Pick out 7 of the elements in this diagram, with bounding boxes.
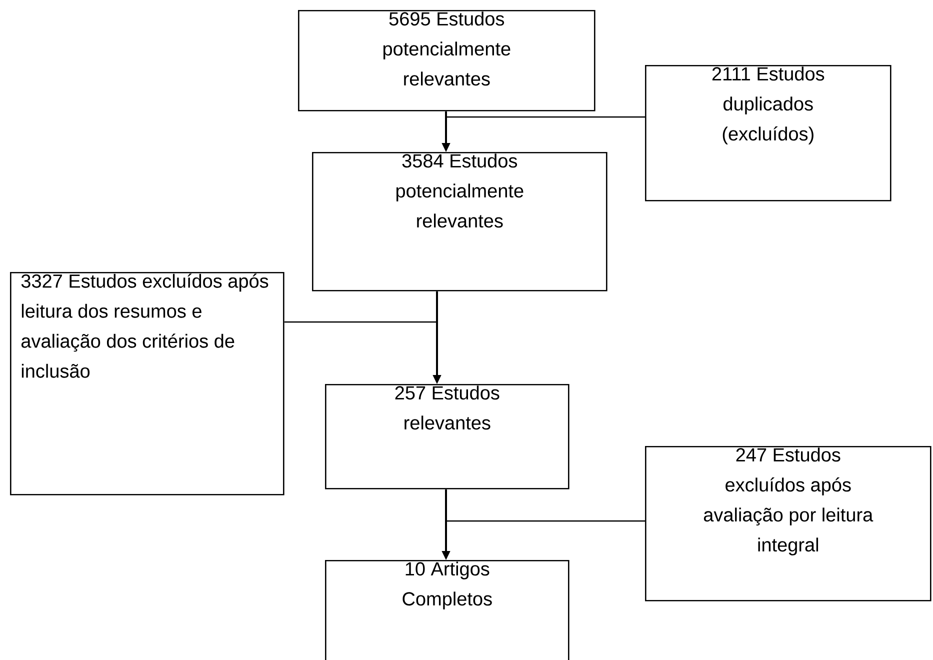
process-box: 5695 Estudos potencialmente relevantes — [298, 10, 596, 112]
process-box: 247 Estudos excluídos após avaliação por leitura integral — [645, 446, 932, 602]
process-box: 2111 Estudos duplicados (excluídos) — [645, 65, 892, 202]
process-box: 3584 Estudos potencialmente relevantes — [312, 152, 608, 292]
process-box: 10 Artigos Completos — [325, 560, 570, 660]
process-box: 257 Estudos relevantes — [325, 384, 570, 490]
process-box: 3327 Estudos excluídos após leitura dos resumos e avaliação dos critérios de inclusão — [10, 272, 284, 496]
